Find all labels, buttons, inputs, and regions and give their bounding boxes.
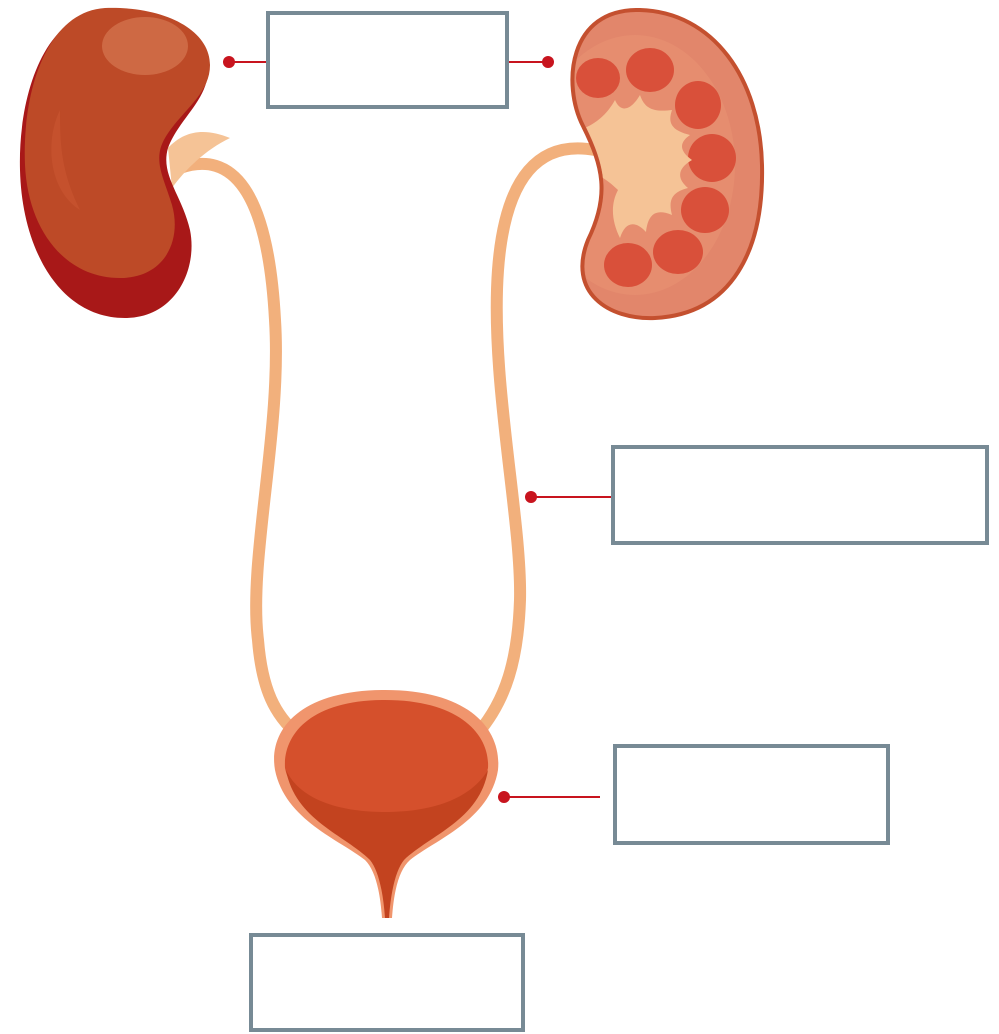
renal-pyramid [576,58,620,98]
renal-pyramid [681,187,729,233]
renal-pyramid [675,81,721,129]
renal-pyramid [653,230,703,274]
label-box-kidney[interactable] [266,11,509,109]
renal-pyramid [688,134,736,182]
leader-dot [525,491,537,503]
right-ureter [478,148,595,733]
label-box-ureter[interactable] [611,445,989,545]
leader-dot [223,56,235,68]
label-box-urethra[interactable] [249,933,525,1032]
label-box-bladder[interactable] [613,744,890,845]
renal-pyramid [604,243,652,287]
left-ureter [180,164,298,735]
leader-dot [542,56,554,68]
renal-pyramid [626,48,674,92]
right-kidney-section [535,10,762,318]
leader-dot [498,791,510,803]
bladder [274,690,498,918]
